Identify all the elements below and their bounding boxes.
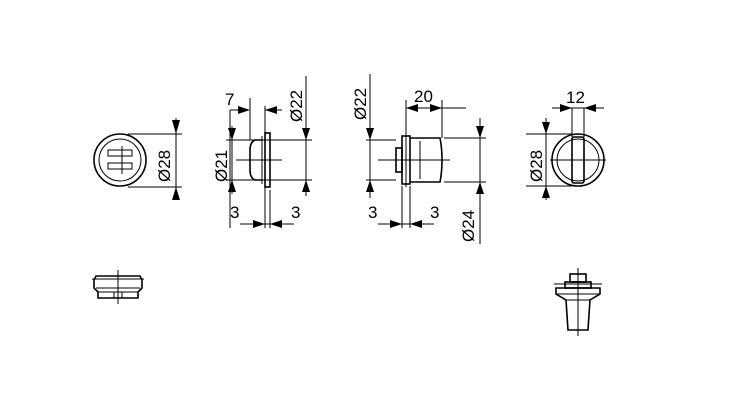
dim-side-right-bottom-diameter: Ø24 <box>459 210 478 242</box>
dim-side-right-flange-right: 3 <box>430 203 439 222</box>
dim-side-left-body-diameter: Ø21 <box>212 150 231 182</box>
dim-side-left-length: 7 <box>225 90 234 109</box>
top-view-right <box>554 268 602 336</box>
top-view-left <box>92 270 144 304</box>
dim-side-right-length: 20 <box>414 87 433 106</box>
front-view-right <box>526 104 606 200</box>
front-view-left <box>93 118 182 200</box>
dim-side-left-flange-left: 3 <box>230 203 239 222</box>
side-view-right <box>366 74 486 244</box>
dim-front-left-diameter: Ø28 <box>155 150 174 182</box>
side-view-left <box>226 76 312 228</box>
dim-front-right-width: 12 <box>566 88 585 107</box>
dim-side-right-flange-left: 3 <box>368 203 377 222</box>
dim-side-right-top-diameter: Ø22 <box>351 88 370 120</box>
dim-front-right-diameter: Ø28 <box>527 150 546 182</box>
dim-side-left-flange-right: 3 <box>291 203 300 222</box>
dim-side-left-top-diameter: Ø22 <box>287 90 306 122</box>
